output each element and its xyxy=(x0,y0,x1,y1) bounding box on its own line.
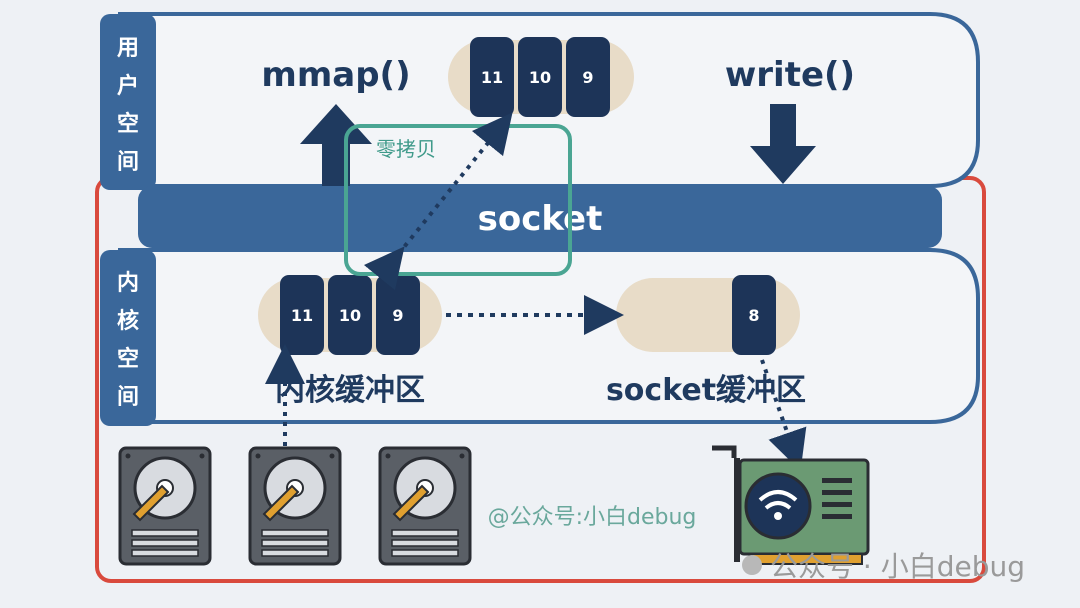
svg-text:内: 内 xyxy=(117,271,139,296)
svg-text:间: 间 xyxy=(117,385,139,410)
dma-send-arrow xyxy=(760,359,807,471)
watermark-corner: 公众号 · 小白debug xyxy=(742,550,1025,583)
hard-disk-icon xyxy=(118,446,212,566)
svg-text:空: 空 xyxy=(117,111,139,137)
network-card-icon xyxy=(712,445,870,565)
watermark-inner: @公众号:小白debug xyxy=(488,505,697,530)
svg-text:9: 9 xyxy=(392,306,403,325)
mmap-up-arrow xyxy=(300,104,372,186)
socket-bar xyxy=(138,186,942,248)
socket-buffer-label: socket缓冲区 xyxy=(606,373,806,408)
buffer-block xyxy=(732,275,776,355)
write-label: write() xyxy=(725,55,855,95)
socket-label: socket xyxy=(478,199,603,239)
hard-disk-icon xyxy=(248,446,342,566)
svg-text:10: 10 xyxy=(339,306,361,325)
hard-disk-icon xyxy=(378,446,472,566)
svg-text:用: 用 xyxy=(117,36,139,61)
kernel-buffer-blocks: 11 10 9 xyxy=(280,275,420,355)
svg-text:9: 9 xyxy=(582,68,593,87)
kernel-buffer-label: 内核缓冲区 xyxy=(275,373,425,408)
buffer-block xyxy=(566,37,610,117)
kernel-space-label: 内 核 空 间 xyxy=(117,271,139,410)
zero-copy-label: 零拷贝 xyxy=(376,137,436,161)
svg-text:8: 8 xyxy=(748,306,759,325)
buffer-block xyxy=(518,37,562,117)
user-buffer-blocks: 11 10 9 xyxy=(470,37,610,117)
wifi-icon xyxy=(744,472,812,540)
svg-text:11: 11 xyxy=(481,68,503,87)
buffer-block xyxy=(328,275,372,355)
write-down-arrow xyxy=(750,104,816,184)
mmap-label: mmap() xyxy=(261,55,410,95)
buffer-block xyxy=(280,275,324,355)
kernel-space-tab xyxy=(100,250,156,426)
svg-text:10: 10 xyxy=(529,68,551,87)
mmap-mapping-arrow xyxy=(363,112,513,291)
svg-text:公众号 · 小白debug: 公众号 · 小白debug xyxy=(770,550,1025,583)
user-space-tab xyxy=(100,14,156,190)
svg-text:间: 间 xyxy=(117,150,139,175)
svg-text:核: 核 xyxy=(117,308,139,334)
user-space-label: 用 户 空 间 xyxy=(117,36,139,175)
buffer-block xyxy=(470,37,514,117)
svg-text:户: 户 xyxy=(117,73,139,99)
buffer-block xyxy=(376,275,420,355)
svg-text:空: 空 xyxy=(117,346,139,372)
svg-text:11: 11 xyxy=(291,306,313,325)
